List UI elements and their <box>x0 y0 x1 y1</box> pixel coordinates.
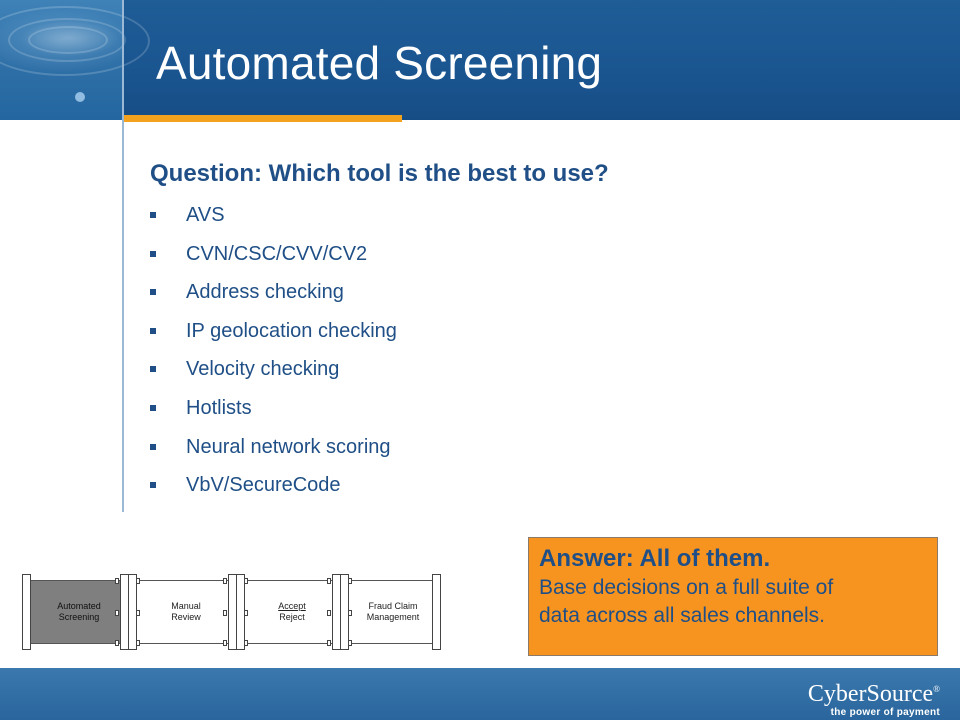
slide-title: Automated Screening <box>156 37 603 89</box>
bullet-square-icon <box>150 327 156 334</box>
question-heading: Question: Which tool is the best to use? <box>150 160 609 187</box>
list-item: Neural network scoring <box>150 435 397 474</box>
answer-line-2: data across all sales channels. <box>539 604 825 627</box>
answer-title: Answer: All of them. <box>539 545 771 572</box>
tool-list: AVS CVN/CSC/CVV/CV2 Address checking IP … <box>150 203 397 512</box>
pipeline-post <box>22 574 31 650</box>
bullet-square-icon <box>150 250 156 257</box>
header-banner <box>0 0 960 120</box>
bullet-square-icon <box>150 443 156 450</box>
pipeline-post <box>432 574 441 650</box>
list-item: VbV/SecureCode <box>150 473 397 512</box>
brand-tagline: the power of payment <box>830 707 940 718</box>
list-item: IP geolocation checking <box>150 319 397 358</box>
list-item: Hotlists <box>150 396 397 435</box>
answer-line-1: Base decisions on a full suite of <box>539 576 834 599</box>
list-item: AVS <box>150 203 397 242</box>
bullet-square-icon <box>150 482 156 489</box>
bullet-square-icon <box>150 212 156 218</box>
bullet-square-icon <box>150 366 156 373</box>
list-item: Address checking <box>150 280 397 319</box>
bullet-square-icon <box>150 404 156 411</box>
list-item: Velocity checking <box>150 357 397 396</box>
footer-bar <box>0 668 960 720</box>
cybersource-logo: CyberSource® the power of payment <box>807 681 940 718</box>
title-accent-bar <box>124 115 402 122</box>
answer-callout: Answer: All of them. Base decisions on a… <box>528 537 938 656</box>
water-drop-graphic <box>0 0 150 120</box>
bullet-square-icon <box>150 289 156 296</box>
list-item: CVN/CSC/CVV/CV2 <box>150 242 397 281</box>
vertical-divider <box>122 0 124 512</box>
